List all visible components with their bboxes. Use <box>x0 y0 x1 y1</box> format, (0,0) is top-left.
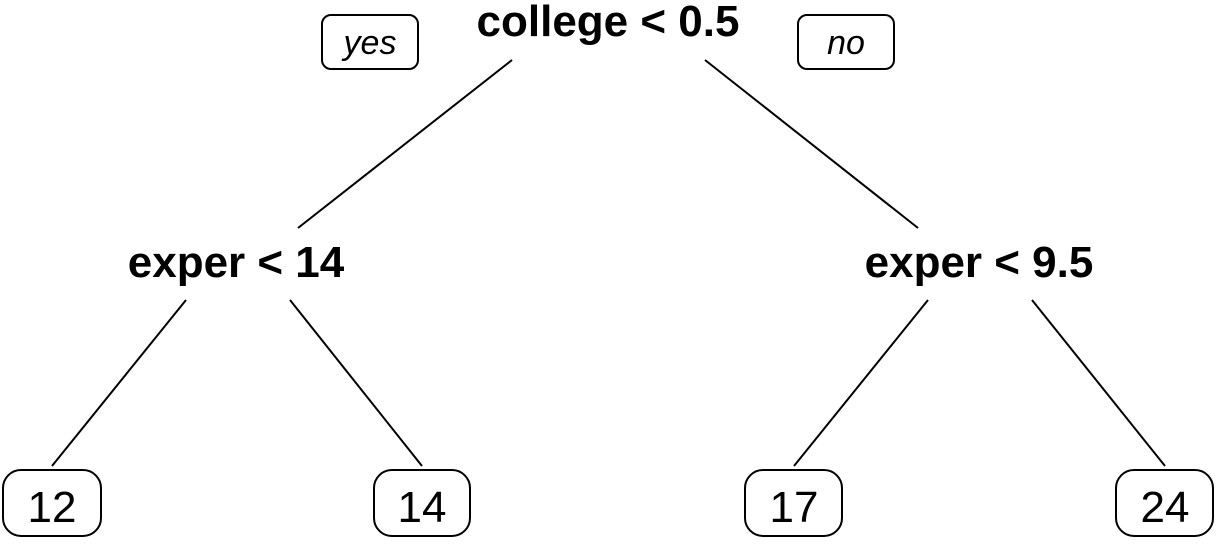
edge-left-leaf-1 <box>51 299 187 467</box>
edge-root-left <box>297 59 513 229</box>
leaf-node-1: 12 <box>2 469 102 537</box>
edge-right-leaf-1 <box>793 299 929 467</box>
leaf-node-4: 24 <box>1115 469 1214 537</box>
edge-root-right <box>704 59 919 229</box>
leaf-value-4: 24 <box>1141 483 1190 532</box>
leaf-value-2: 14 <box>398 483 447 532</box>
edge-right-leaf-2 <box>1031 299 1166 467</box>
branch-yes-label: yes <box>342 24 397 62</box>
leaf-value-1: 12 <box>28 483 77 532</box>
left-split-label: exper < 14 <box>128 238 345 287</box>
branch-yes-tag: yes <box>321 14 419 70</box>
leaf-node-2: 14 <box>373 469 471 537</box>
right-split-label: exper < 9.5 <box>865 238 1094 287</box>
branch-no-tag: no <box>797 14 895 70</box>
root-split-label: college < 0.5 <box>477 0 740 46</box>
leaf-value-3: 17 <box>770 483 819 532</box>
leaf-node-3: 17 <box>744 469 843 537</box>
branch-no-label: no <box>827 24 865 62</box>
edge-left-leaf-2 <box>289 299 423 467</box>
